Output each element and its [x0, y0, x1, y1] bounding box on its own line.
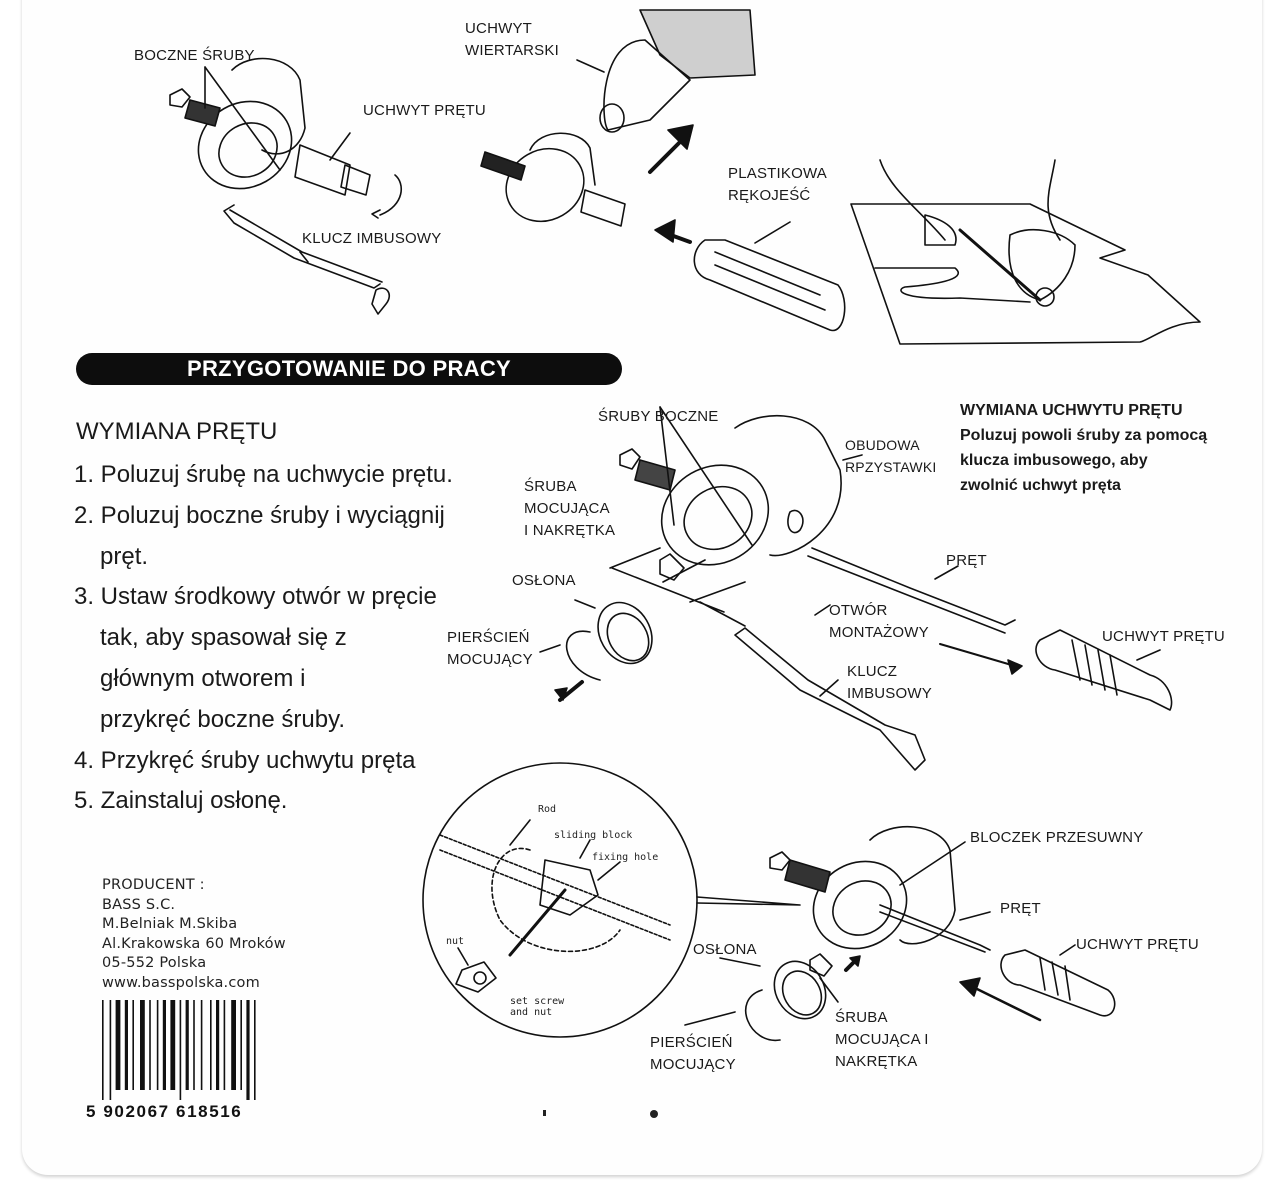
step-line: głównym otworem i	[100, 664, 306, 692]
label-uchwyt-wiertarski: UCHWYT WIERTARSKI	[465, 20, 559, 59]
producer-line: BASS S.C.	[102, 896, 176, 913]
note-title: WYMIANA UCHWYTU PRĘTU	[960, 402, 1183, 419]
producer-website: www.basspolska.com	[102, 974, 260, 991]
arrow-left-icon	[654, 219, 692, 244]
attachment-illustration-top-middle	[480, 132, 626, 227]
cutting-sheet-illustration	[850, 159, 1201, 345]
label-sruby-boczne: ŚRUBY BOCZNE	[598, 408, 719, 425]
barcode-bar	[254, 1000, 256, 1100]
barcode-bar	[179, 1000, 182, 1100]
print-speck	[650, 1110, 658, 1118]
barcode-bar	[124, 1000, 128, 1090]
barcode-bar	[231, 1000, 236, 1090]
step-line: 4. Przykręć śruby uchwytu pręta	[74, 746, 416, 774]
label-pierscien-middle: PIERŚCIEŃ MOCUJĄCY	[447, 629, 533, 668]
label-pret-bottom: PRĘT	[1000, 900, 1041, 917]
step-line: przykręć boczne śruby.	[100, 705, 345, 733]
label-klucz-imbusowy-top: KLUCZ IMBUSOWY	[302, 230, 442, 247]
barcode-bar	[140, 1000, 145, 1090]
print-speck	[543, 1110, 546, 1116]
barcode-bar	[102, 1000, 104, 1100]
producer-line: M.Belniak M.Skiba	[102, 916, 238, 932]
label-uchwyt-pretu-top: UCHWYT PRĘTU	[363, 102, 486, 119]
attachment-exploded-middle	[539, 406, 1173, 771]
barcode-bar	[185, 1000, 189, 1090]
barcode-bar	[216, 1000, 220, 1090]
step-line: tak, aby spasował się z	[100, 624, 347, 652]
barcode-number: 5 902067 618516	[86, 1102, 243, 1121]
label-uchwyt-pretu-bottom: UCHWYT PRĘTU	[1076, 936, 1199, 953]
arrow-up-icon	[648, 124, 694, 174]
producer-info: PRODUCENT : BASS S.C. M.Belniak M.Skiba …	[102, 876, 286, 993]
label-boczne-sruby: BOCZNE ŚRUBY	[134, 47, 255, 64]
label-plastikowa-rekojesc: PLASTIKOWA RĘKOJEŚĆ	[728, 165, 827, 204]
section-banner: PRZYGOTOWANIE DO PRACY	[76, 353, 622, 385]
attachment-illustration-top-left	[169, 57, 403, 315]
label-set-screw: set screw and nut	[510, 996, 565, 1018]
barcode-bar	[162, 1000, 166, 1090]
step-line: 5. Zainstaluj osłonę.	[74, 787, 288, 815]
rod-holder-note: WYMIANA UCHWYTU PRĘTU Poluzuj powoli śru…	[960, 398, 1207, 498]
barcode-bar	[240, 1000, 242, 1090]
barcode-bar	[132, 1000, 134, 1090]
label-oslona-bottom: OSŁONA	[693, 941, 757, 958]
barcode-bar	[115, 1000, 121, 1090]
label-sliding-block: sliding block	[554, 830, 633, 841]
step-line: pręt.	[100, 542, 149, 570]
attachment-assembly-bottom	[684, 825, 1116, 1041]
barcode-bar	[210, 1000, 212, 1090]
step-line: 3. Ustaw środkowy otwór w pręcie	[74, 583, 437, 611]
barcode-bar	[109, 1000, 112, 1100]
label-uchwyt-pretu-middle: UCHWYT PRĘTU	[1102, 628, 1225, 645]
label-pret-middle: PRĘT	[946, 552, 987, 569]
step-line: 2. Poluzuj boczne śruby i wyciągnij	[74, 501, 445, 529]
label-otwor-montazowy: OTWÓR MONTAŻOWY	[829, 602, 929, 641]
producer-line: Al.Krakowska 60 Mroków	[102, 935, 286, 952]
instruction-steps: 1. Poluzuj śrubę na uchwycie prętu. 2. P…	[74, 455, 453, 822]
barcode-bar	[200, 1000, 203, 1090]
label-klucz-imbusowy-middle: KLUCZ IMBUSOWY	[847, 663, 932, 702]
barcode-bar	[149, 1000, 151, 1090]
barcode-bar	[193, 1000, 195, 1090]
step-line: 1. Poluzuj śrubę na uchwycie prętu.	[74, 461, 453, 488]
label-bloczek-przesuwny: BLOCZEK PRZESUWNY	[970, 829, 1144, 846]
barcode-bar	[246, 1000, 250, 1100]
label-rod: Rod	[538, 804, 557, 815]
label-sruba-mocujaca-middle: ŚRUBA MOCUJĄCA I NAKRĘTKA	[524, 478, 616, 539]
label-sruba-mocujaca-bottom: ŚRUBA MOCUJĄCA I NAKRĘTKA	[835, 1009, 929, 1070]
note-body: Poluzuj powoli śruby za pomocą klucza im…	[960, 427, 1208, 494]
plastic-grip-illustration	[693, 221, 846, 332]
drill-chuck-illustration	[576, 9, 756, 133]
producer-line: 05-552 Polska	[102, 955, 207, 971]
producer-line: PRODUCENT :	[102, 877, 205, 893]
barcode-bar	[156, 1000, 159, 1090]
barcode-bar	[170, 1000, 176, 1090]
detail-magnifier-circle	[422, 762, 801, 1038]
label-fixing-hole: fixing hole	[592, 852, 659, 863]
barcode	[102, 1000, 256, 1100]
instructions-title: WYMIANA PRĘTU	[76, 418, 278, 445]
label-pierscien-bottom: PIERŚCIEŃ MOCUJĄCY	[650, 1034, 736, 1073]
barcode-bar	[223, 1000, 226, 1090]
label-obudowa: OBUDOWA RPZYSTAWKI	[845, 437, 937, 475]
label-oslona-middle: OSŁONA	[512, 572, 576, 589]
label-nut: nut	[446, 936, 465, 947]
